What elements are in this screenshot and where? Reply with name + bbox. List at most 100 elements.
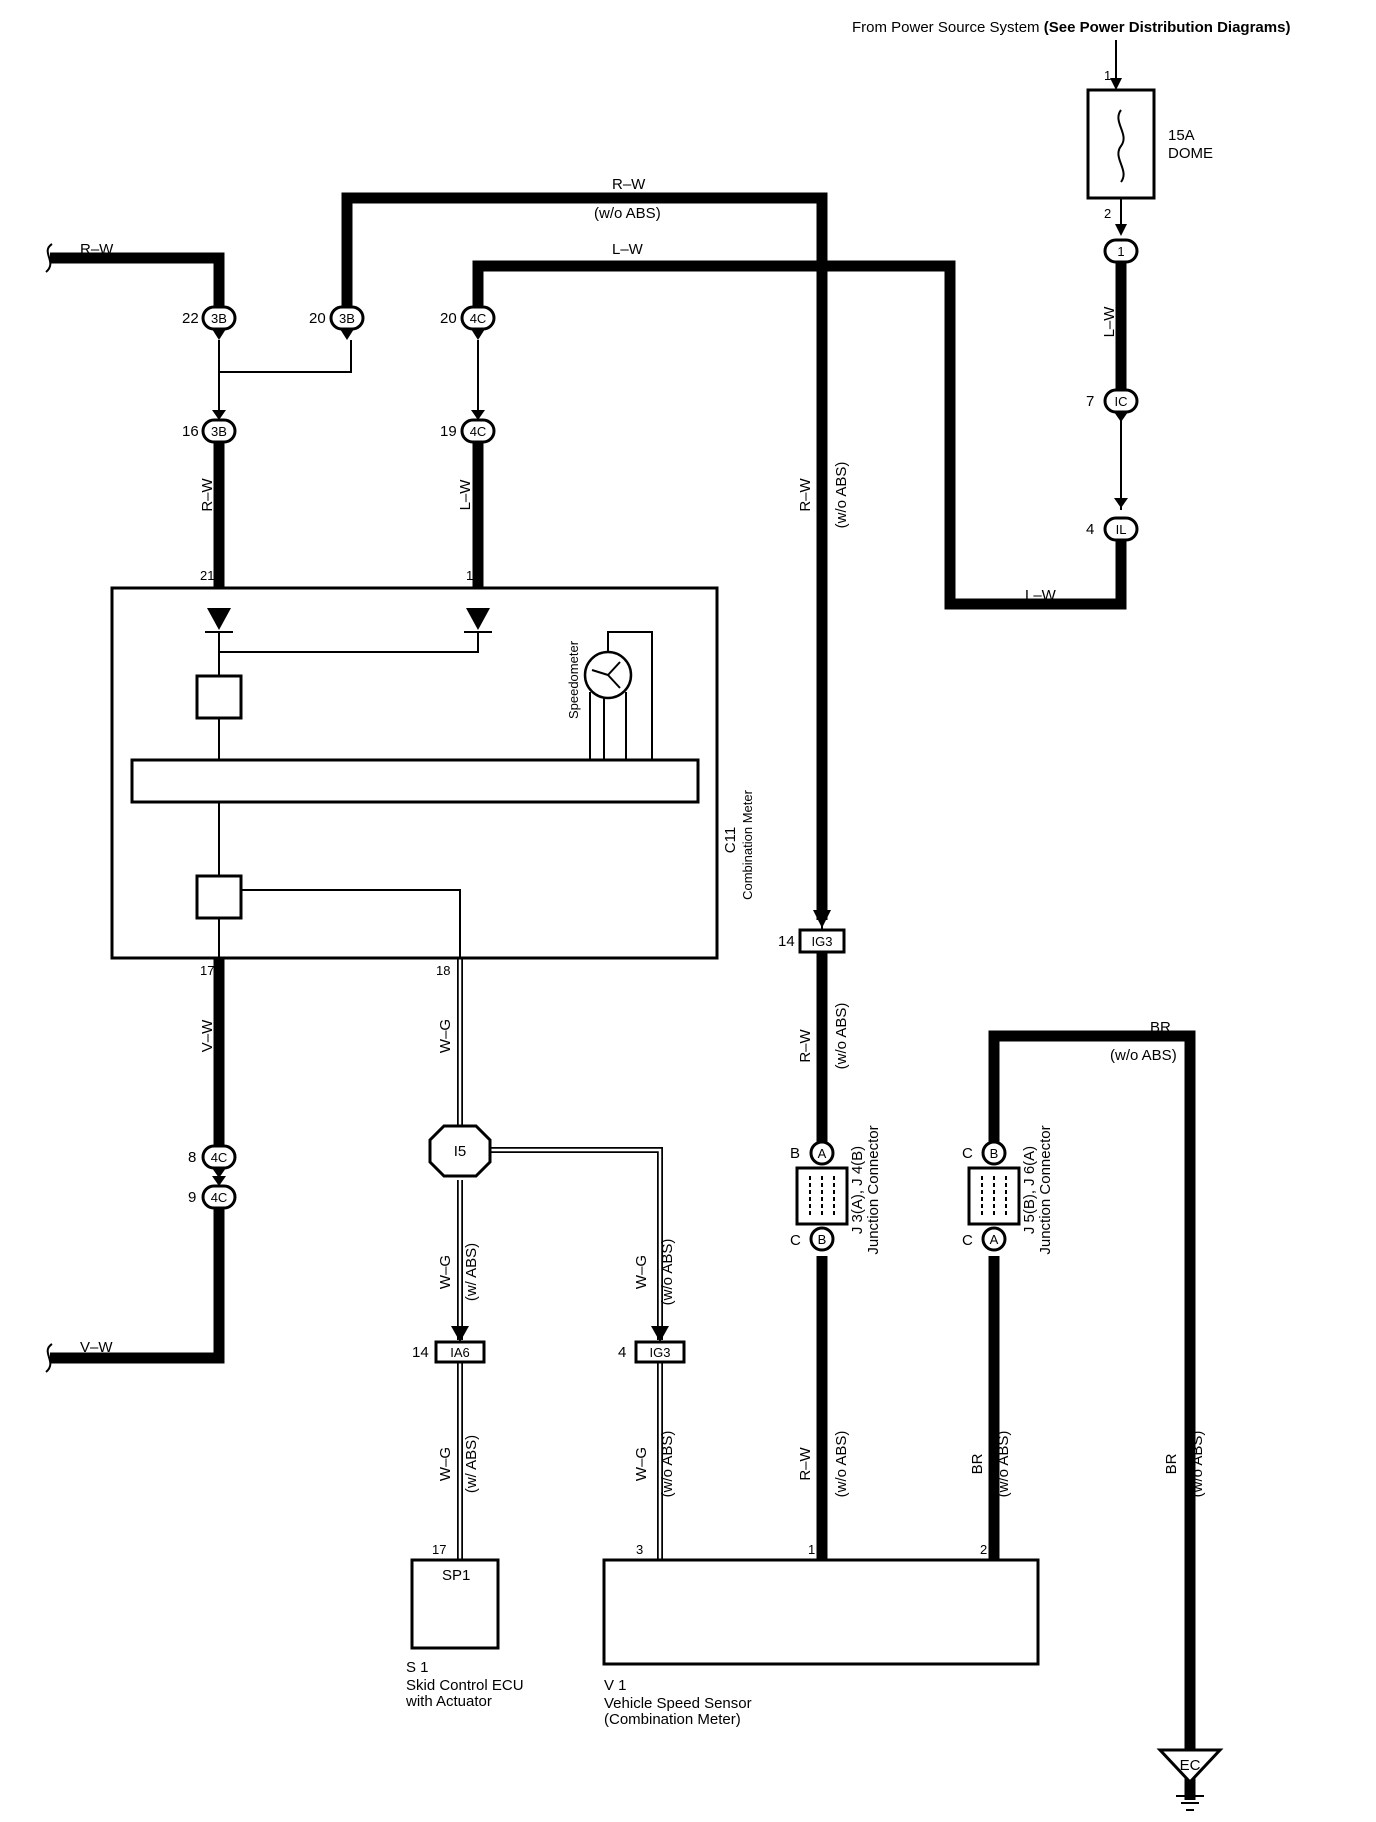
svg-text:Junction Connector: Junction Connector <box>865 1125 882 1254</box>
svg-text:1: 1 <box>808 1542 815 1557</box>
wire-rw-wo-abs <box>341 192 828 920</box>
connector-4c-9: 4C 9 <box>188 1176 237 1210</box>
svg-text:4: 4 <box>618 1344 626 1361</box>
connector-4c-8: 4C 8 <box>188 1144 237 1178</box>
fuse-name: DOME <box>1168 145 1213 162</box>
svg-text:(Combination Meter): (Combination Meter) <box>604 1711 741 1728</box>
connector-ic-7: IC 7 <box>1086 388 1139 422</box>
wire-label-wg-v1: W–G <box>437 1019 454 1053</box>
wire-label-rw-v4: R–W <box>797 1446 814 1480</box>
svg-text:A: A <box>818 1146 827 1161</box>
svg-text:9: 9 <box>188 1189 196 1206</box>
wire-label-w-abs-v4: (w/ ABS) <box>463 1435 480 1493</box>
svg-text:3: 3 <box>636 1542 643 1557</box>
diode-icon <box>466 608 490 630</box>
wire-label-rw-left: R–W <box>80 241 114 258</box>
wire-label-lw-v1: L–W <box>457 479 474 511</box>
wire-label-vw-bottom: V–W <box>80 1339 113 1356</box>
meter-pin-21: 21 <box>200 568 214 583</box>
wire-label-br-v2: BR <box>1163 1453 1180 1474</box>
wire-rw-left <box>50 252 225 590</box>
fuse-pin-in: 1 <box>1104 68 1111 83</box>
fuse-rating: 15A <box>1168 127 1195 144</box>
svg-text:EC: EC <box>1180 1757 1201 1774</box>
svg-text:1: 1 <box>1117 244 1124 259</box>
svg-text:14: 14 <box>778 933 795 950</box>
wire-label-br-v1: BR <box>969 1453 986 1474</box>
junction-j5-j6: C B C A J 5(B), J 6(A) Junction Connecto… <box>962 1125 1054 1254</box>
speedometer-icon <box>583 631 653 760</box>
svg-text:3B: 3B <box>211 424 227 439</box>
svg-text:IL: IL <box>1116 522 1127 537</box>
svg-text:3B: 3B <box>339 311 355 326</box>
svg-text:Junction Connector: Junction Connector <box>1037 1125 1054 1254</box>
fuse-pin-out: 2 <box>1104 206 1111 221</box>
wire-label-wg-v3: W–G <box>633 1255 650 1289</box>
meter-gauge-label: Speedometer <box>566 640 581 719</box>
svg-text:IG3: IG3 <box>812 934 833 949</box>
wire-label-wo-abs-br: (w/o ABS) <box>1110 1047 1177 1064</box>
svg-text:with Actuator: with Actuator <box>405 1693 492 1710</box>
arrow-ig3 <box>813 910 831 928</box>
ground-icon: EC <box>1156 1748 1224 1811</box>
svg-text:C: C <box>790 1232 801 1249</box>
wire-label-wo-abs-top: (w/o ABS) <box>594 205 661 222</box>
wire-label-rw-v3: R–W <box>797 1028 814 1062</box>
wire-lw-dome <box>472 260 1127 610</box>
svg-text:I5: I5 <box>454 1143 467 1160</box>
diode-icon <box>207 608 231 630</box>
svg-text:V 1: V 1 <box>604 1677 627 1694</box>
svg-text:20: 20 <box>309 310 326 327</box>
meter-pin-1: 1 <box>466 568 473 583</box>
wire-label-rw-v2: R–W <box>797 477 814 511</box>
wire-label-rw-top: R–W <box>612 176 646 193</box>
svg-text:7: 7 <box>1086 393 1094 410</box>
wire-label-br-top: BR <box>1150 1019 1171 1036</box>
wire-label-wg-v4: W–G <box>437 1447 454 1481</box>
svg-text:B: B <box>990 1146 999 1161</box>
wire-br <box>988 1030 1196 1800</box>
svg-text:IA6: IA6 <box>450 1345 470 1360</box>
wire-label-vw-v: V–W <box>199 1019 216 1052</box>
svg-text:2: 2 <box>980 1542 987 1557</box>
svg-text:Vehicle Speed Sensor: Vehicle Speed Sensor <box>604 1695 752 1712</box>
svg-text:14: 14 <box>412 1344 429 1361</box>
connector-ig3-14: IG3 14 <box>778 928 846 954</box>
svg-text:Skid Control ECU: Skid Control ECU <box>406 1677 524 1694</box>
svg-text:4: 4 <box>1086 521 1094 538</box>
meter-name: Combination Meter <box>740 789 755 899</box>
svg-text:IG3: IG3 <box>650 1345 671 1360</box>
fuse-dome: 1 15A DOME 2 <box>1086 40 1213 236</box>
wire-cut-end-top <box>45 243 53 273</box>
connector-3b-20: 3B 20 <box>309 305 365 340</box>
wire-label-wo-abs-v4: (w/o ABS) <box>659 1239 676 1306</box>
wire-cut-end-bottom <box>45 1343 53 1373</box>
wire-label-lw-top: L–W <box>612 241 644 258</box>
wire-label-w-abs-v2: (w/ ABS) <box>463 1243 480 1301</box>
wire-label-wo-abs-v6: (w/o ABS) <box>833 1431 850 1498</box>
svg-text:A: A <box>990 1232 999 1247</box>
wire-label-wo-abs-v3: (w/o ABS) <box>833 1003 850 1070</box>
wire-label-wo-abs-v5: (w/o ABS) <box>659 1431 676 1498</box>
junction-j3-j4: B A C B J 3(A), J 4(B) Junction Connecto… <box>790 1125 882 1254</box>
connector-3b-16: 3B 16 <box>182 410 237 444</box>
svg-text:J 3(A), J 4(B): J 3(A), J 4(B) <box>849 1146 866 1234</box>
skid-control-ecu: 17 SP1 S 1 Skid Control ECU with Actuato… <box>405 1542 524 1710</box>
wire-label-lw-v2: L–W <box>1101 306 1118 338</box>
connector-3b-22: 3B 22 <box>182 305 237 340</box>
svg-text:J 5(B), J 6(A): J 5(B), J 6(A) <box>1021 1146 1038 1234</box>
svg-text:16: 16 <box>182 423 199 440</box>
combination-meter: 21 1 17 18 Speedometer C11 Com <box>110 568 755 978</box>
svg-text:B: B <box>818 1232 827 1247</box>
svg-text:S 1: S 1 <box>406 1659 429 1676</box>
connector-1: 1 <box>1103 238 1139 264</box>
svg-text:4C: 4C <box>211 1150 228 1165</box>
connector-4c-20: 4C 20 <box>440 305 496 340</box>
connector-4c-19: 4C 19 <box>440 410 496 444</box>
svg-text:SP1: SP1 <box>442 1567 470 1584</box>
connector-ia6-14: IA6 14 <box>412 1340 486 1364</box>
svg-text:3B: 3B <box>211 311 227 326</box>
svg-text:B: B <box>790 1145 800 1162</box>
svg-text:4C: 4C <box>470 424 487 439</box>
